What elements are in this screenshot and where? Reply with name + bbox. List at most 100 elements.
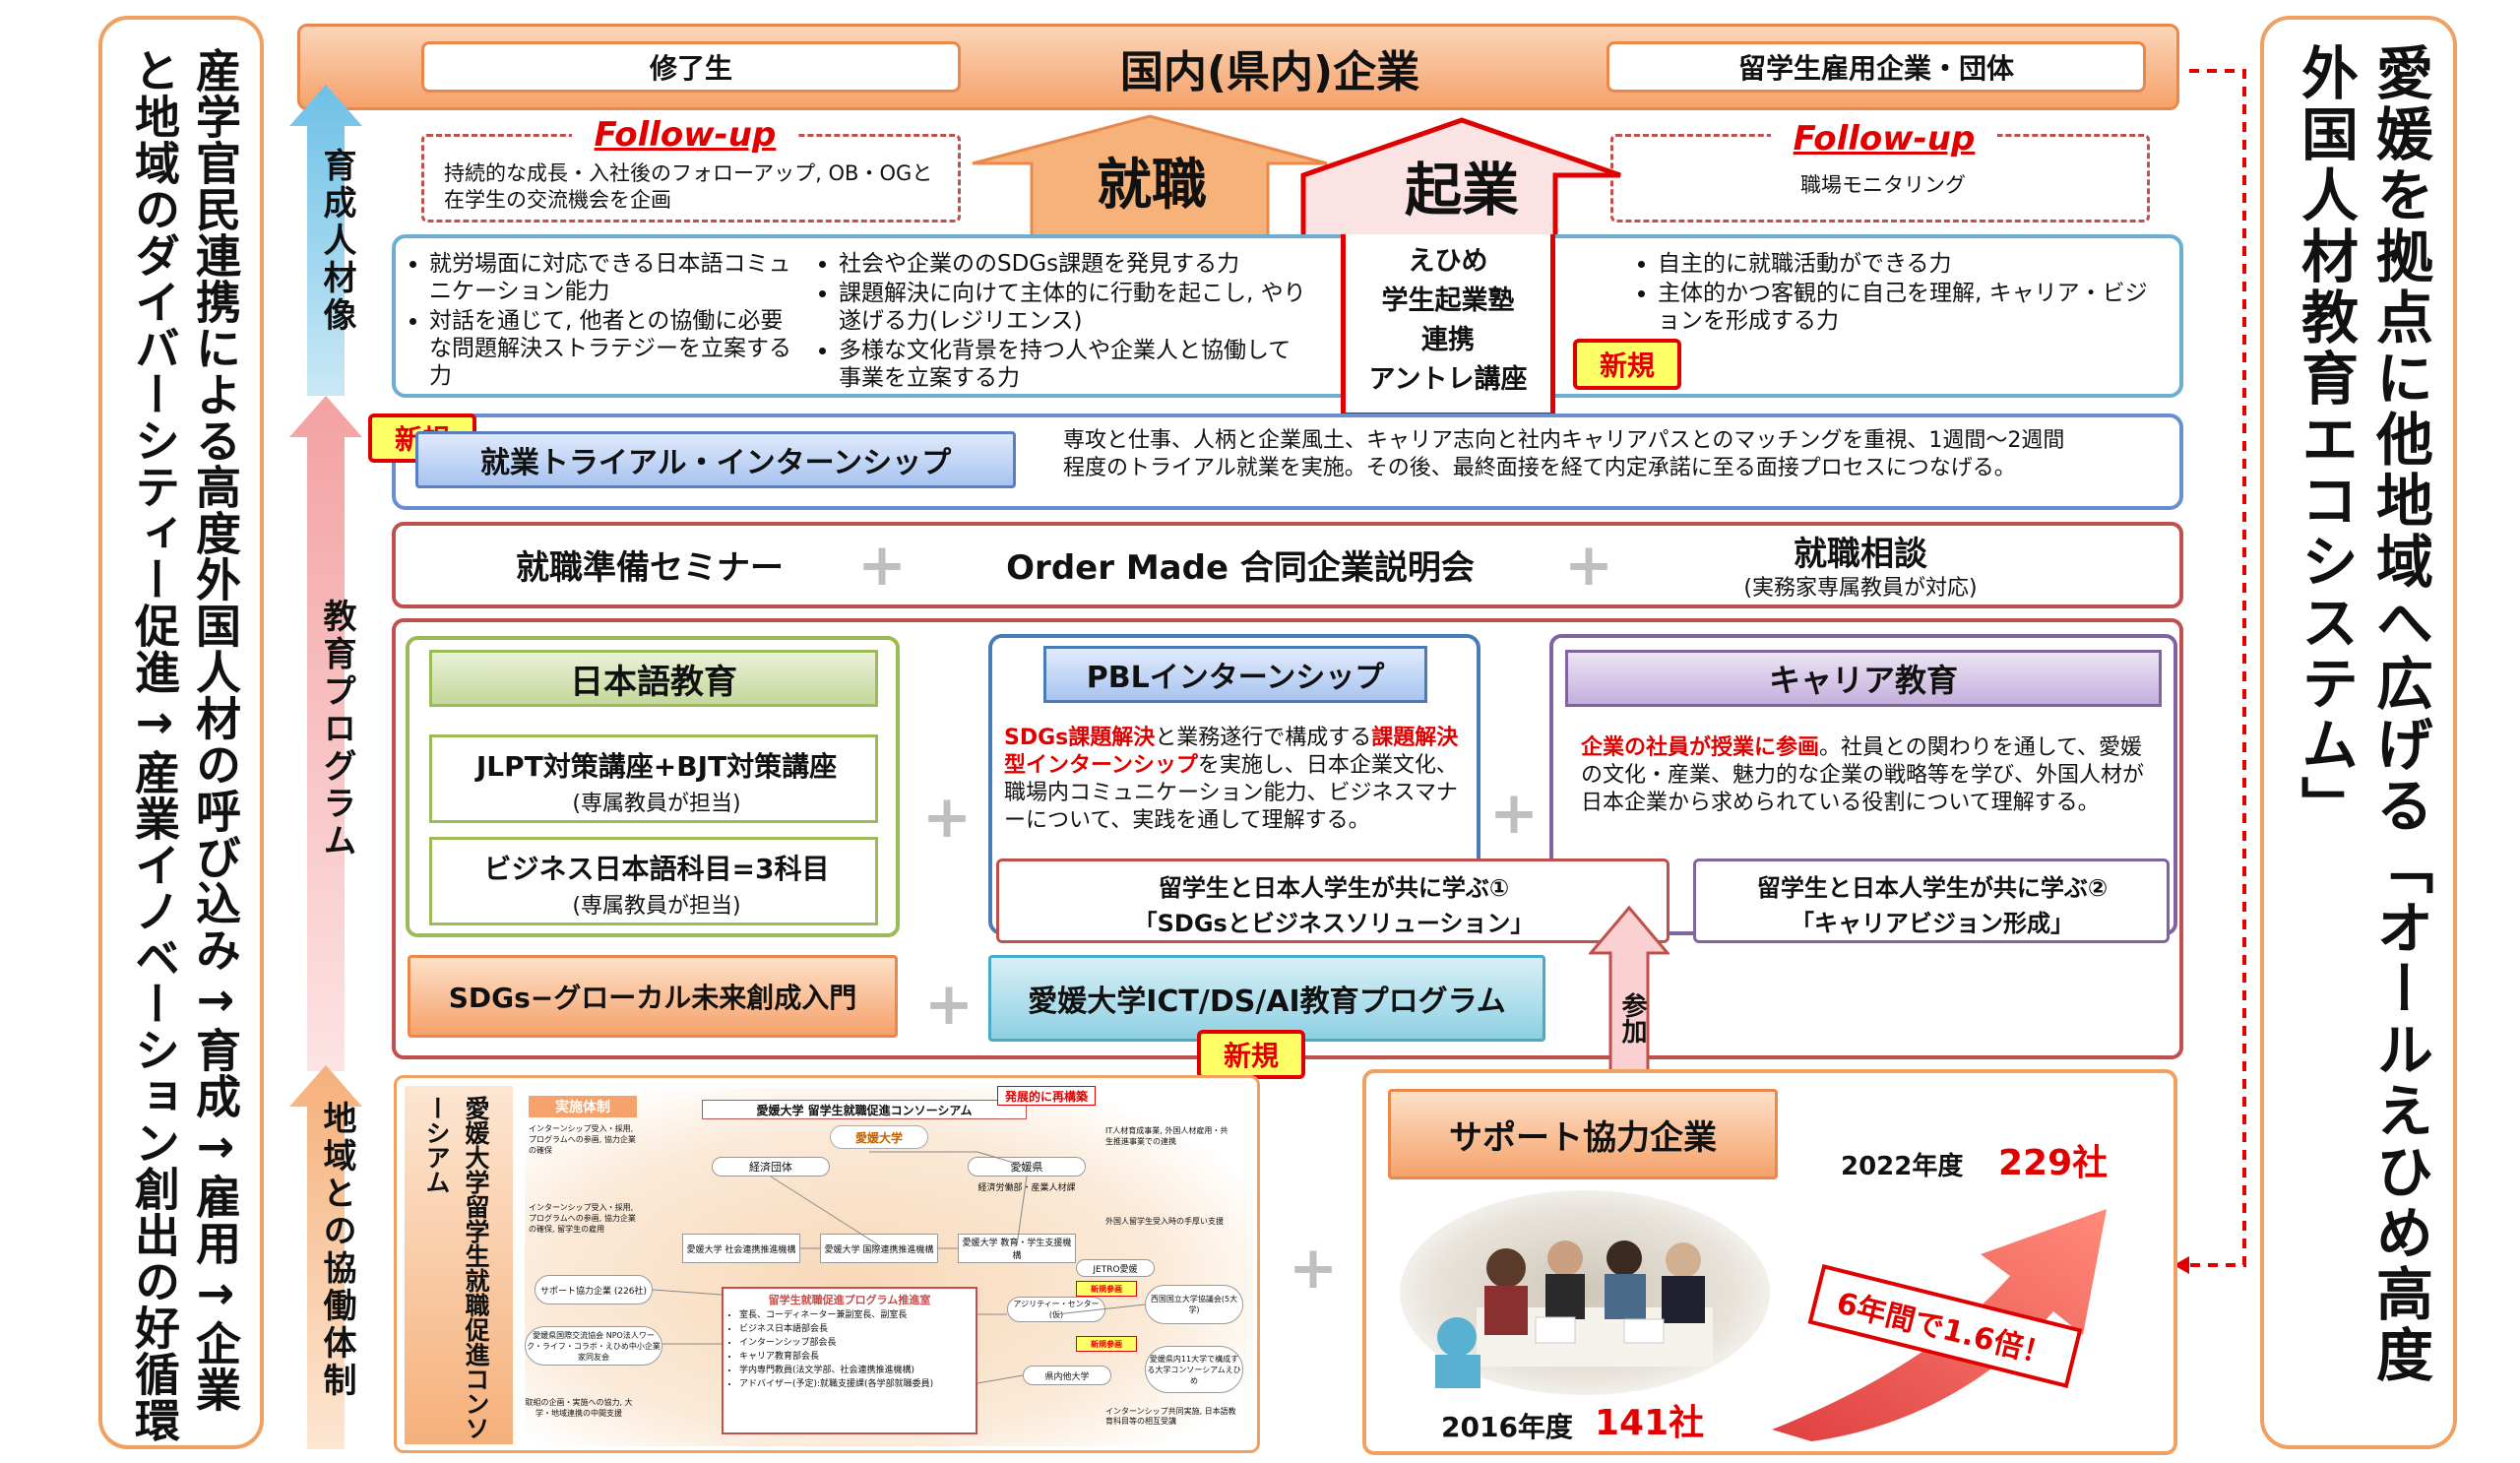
internship-desc: 専攻と仕事、人柄と企業風土、キャリア志向と社内キャリアパスとのマッチングを重視、… <box>1063 428 2065 480</box>
office-item: アドバイザー(予定):就職支援課(各学部就職委員) <box>739 1377 970 1391</box>
node-gaikoku: 外国人留学生受入時の手厚い支援 <box>1105 1217 1224 1226</box>
pbl-title: PBLインターンシップ <box>1043 646 1427 703</box>
plus-sign: + <box>1488 779 1540 848</box>
new-badge: 新規 <box>1197 1030 1305 1079</box>
skill-item: 主体的かつ客観的に自己を理解, キャリア・ビジョンを形成する力 <box>1658 280 2148 335</box>
follow-up-left-title: Follow-up <box>572 115 798 155</box>
pbl-t4: を実施し、日本企業文化、職場内コミュニケーション能力、ビジネスマナーについて、実… <box>1004 753 1458 833</box>
node-agility: アジリティー・センター(仮) <box>1007 1297 1105 1322</box>
node-ouyou: 西国国立大学協議会(5大学) <box>1145 1285 1243 1324</box>
ehime-univ-logo: 愛媛大学 <box>830 1125 928 1149</box>
office-item: ビジネス日本語部会長 <box>739 1322 970 1336</box>
career-text: 企業の社員が授業に参画。社員との関わりを通して、愛媛の文化・産業、魅力的な企業の… <box>1581 734 2152 817</box>
learn2-line1: 留学生と日本人学生が共に学ぶ② <box>1756 873 2109 902</box>
follow-up-right-title: Follow-up <box>1771 119 1997 159</box>
top-right-label: 留学生雇用企業・団体 <box>1606 41 2146 93</box>
learn2-line2: 「キャリアビジョン形成」 <box>1791 909 2074 937</box>
pbl-t3: 課題解決型インターンシップ <box>1004 726 1459 778</box>
ikusei-arrow <box>289 85 362 396</box>
top-left-label: 修了生 <box>421 41 961 93</box>
jlpt-sub: (専属教員が担当) <box>572 792 741 816</box>
right-banner: 愛媛を拠点に他地域へ広げる「オールえひめ高度外国人材教育エコシステム」 <box>2260 16 2457 1449</box>
dashed-connector <box>2174 69 2246 1274</box>
node-intern-kyodo: インターンシップ共同実施, 日本語教育科目等の相互受講 <box>1105 1407 1236 1426</box>
skills-col3: 自主的に就職活動ができる力 主体的かつ客観的に自己を理解, キャリア・ビジョンを… <box>1636 250 2148 337</box>
kigyo-line: 連携 <box>1421 325 1475 355</box>
kigyo-label: 起業 <box>1404 157 1519 223</box>
skill-item: 社会や企業ののSDGs課題を発見する力 <box>839 250 1309 278</box>
seminar-row <box>392 522 2183 608</box>
office-item: キャリア教育部会長 <box>739 1350 970 1364</box>
right-banner-text: 愛媛を拠点に他地域へ広げる「オールえひめ高度外国人材教育エコシステム」 <box>2292 43 2433 1386</box>
office-item: 学内専門教員(法文学部、社会連携推進機構) <box>739 1364 970 1377</box>
consortium-top-label: 愛媛大学 留学生就職促進コンソーシアム <box>702 1100 1027 1119</box>
japanese-title: 日本語教育 <box>429 650 878 707</box>
jlpt-box: JLPT対策講座+BJT対策講座 (専属教員が担当) <box>429 734 878 823</box>
follow-up-left: Follow-up 持続的な成長・入社後のフォローアップ, OB・OGと在学生の… <box>421 115 961 223</box>
plus-sign: + <box>923 970 975 1039</box>
plus-sign: + <box>1563 531 1614 600</box>
skills-col1: 就労場面に対応できる日本語コミュニケーション能力 対話を通じて, 他者との協働に… <box>408 250 801 392</box>
ict-program: 愛媛大学ICT/DS/AI教育プログラム <box>988 955 1545 1042</box>
office-box: 留学生就職促進プログラム推進室 室長、コーディネーター兼副室長、副室長 ビジネス… <box>722 1287 977 1434</box>
chiiki-arrow <box>289 1065 362 1449</box>
learn1-line2: 「SDGsとビジネスソリューション」 <box>1133 909 1535 937</box>
consortium-title-box <box>405 1086 513 1444</box>
follow-up-right-text: 職場モニタリング <box>1800 173 1966 197</box>
kigyo-line: えひめ <box>1408 246 1488 277</box>
pbl-text: SDGs課題解決と業務遂行で構成する課題解決型インターンシップを実施し、日本企業… <box>1004 725 1467 835</box>
learn-together-1: 留学生と日本人学生が共に学ぶ① 「SDGsとビジネスソリューション」 <box>996 859 1670 943</box>
skill-item: 多様な文化背景を持つ人や企業人と協働して事業を立案する力 <box>839 337 1309 392</box>
node-npo: 愛媛県国際交流協会 NPO法人ワーク・ライフ・コラボ・えひめ中小企業家同友会 <box>525 1326 662 1366</box>
seminar-item-3-sub: (実務家専属教員が対応) <box>1743 576 1978 601</box>
career-title: キャリア教育 <box>1565 650 2162 707</box>
node-ouyou2: 愛媛県内11大学で構成する大学コンソーシアムえひめ <box>1145 1346 1243 1393</box>
consortium-box: 愛媛大学留学生就職促進コンソーシアム 実施体制 愛媛大学 留学生就職促進コンソー… <box>394 1075 1260 1453</box>
hatten-label: 発展的に再構築 <box>997 1086 1096 1106</box>
skills-col2: 社会や企業ののSDGs課題を発見する力 課題解決に向けて主体的に行動を起こし, … <box>817 250 1309 394</box>
follow-up-left-text: 持続的な成長・入社後のフォローアップ, OB・OGと在学生の交流機会を企画 <box>444 161 933 212</box>
seminar-item-1: 就職準備セミナー <box>516 547 784 588</box>
plus-sign: + <box>1288 1234 1339 1303</box>
plus-sign: + <box>856 531 908 600</box>
node-jetro: JETRO愛媛 <box>1076 1259 1155 1277</box>
pbl-t1: SDGs課題解決 <box>1004 726 1156 750</box>
node-torikumi: 取組の企画・実施への協力, 大学・地域連携の中間支援 <box>525 1398 633 1418</box>
learn-together-2: 留学生と日本人学生が共に学ぶ② 「キャリアビジョン形成」 <box>1693 859 2170 943</box>
chiiki-label: 地域との協働体制 <box>317 1101 356 1400</box>
biz-title: ビジネス日本語科目=3科目 <box>483 853 830 885</box>
count-2022: 229社 <box>1998 1143 2109 1183</box>
biz-japanese-box: ビジネス日本語科目=3科目 (専属教員が担当) <box>429 837 878 925</box>
sanka-label: 参加 <box>1617 992 1647 1044</box>
skill-item: 就労場面に対応できる日本語コミュニケーション能力 <box>429 250 801 305</box>
left-banner: 産学官民連携による高度外国人材の呼び込み→育成→雇用→企業と地域のダイバーシティ… <box>98 16 264 1449</box>
kigyo-box-text: えひめ 学生起業塾 連携 アントレ講座 <box>1341 242 1555 400</box>
learn1-line1: 留学生と日本人学生が共に学ぶ① <box>1158 873 1510 902</box>
node-kencho-sub: 経済労働部・産業人材課 <box>977 1182 1076 1193</box>
node-support: サポート協力企業 (226社) <box>535 1275 653 1304</box>
office-items: 室長、コーディネーター兼副室長、副室長 ビジネス日本語部会長 インターンシップ部… <box>724 1308 970 1391</box>
count-2016: 141社 <box>1595 1403 1705 1443</box>
shushoku-label: 就職 <box>1097 153 1207 218</box>
office-item: 室長、コーディネーター兼副室長、副室長 <box>739 1308 970 1322</box>
node-renkei: 愛媛大学 社会連携推進機構 <box>682 1234 800 1263</box>
career-t1: 企業の社員が授業に参画 <box>1581 735 1820 760</box>
plus-sign: + <box>921 783 973 852</box>
seminar-item-3: 就職相談 <box>1794 534 1927 574</box>
node-it: IT人材育成事業, 外国人材雇用・共生推進事業での連携 <box>1105 1126 1228 1146</box>
shushoku-arrow <box>972 114 1328 242</box>
node-kokusai: 愛媛大学 国際連携推進機構 <box>820 1234 938 1263</box>
sdgs-glocal: SDGs−グローカル未来創成入門 <box>408 955 898 1038</box>
top-center-title: 国内(県内)企業 <box>1119 47 1420 97</box>
meeting-photo <box>1400 1190 1770 1395</box>
follow-up-right: Follow-up 職場モニタリング <box>1610 119 2150 223</box>
node-intern-note2: インターンシップ受入・採用, プログラムへの参画, 協力企業の確保, 留学生の雇… <box>529 1203 636 1234</box>
new-participant-2: 新規参画 <box>1076 1336 1137 1352</box>
new-participant-1: 新規参画 <box>1076 1281 1137 1297</box>
consortium-vertical-title: 愛媛大学留学生就職促進コンソーシアム <box>422 1096 490 1440</box>
growth-arrow <box>1772 1209 2107 1441</box>
skill-item: 課題解決に向けて主体的に行動を起こし, やり遂げる力(レジリエンス) <box>839 280 1309 335</box>
kigyo-line: 学生起業塾 <box>1381 286 1515 316</box>
node-kenai: 県内他大学 <box>1023 1366 1111 1385</box>
office-item: インターンシップ部会長 <box>739 1336 970 1350</box>
